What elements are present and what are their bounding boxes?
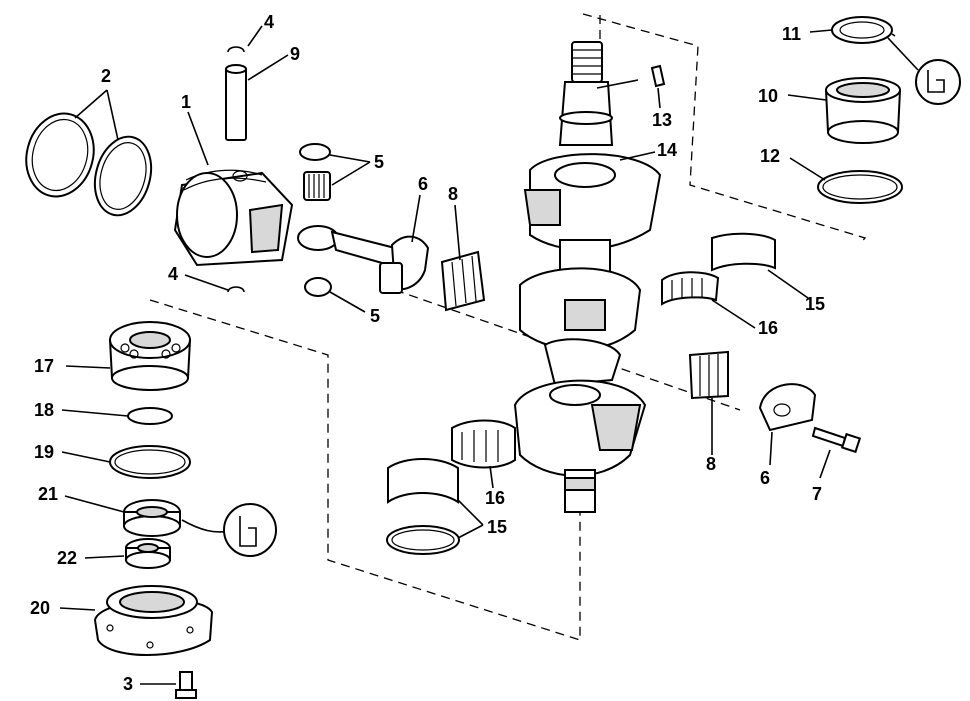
leader-lines (59, 25, 919, 685)
label-11: 11 (782, 24, 801, 44)
label-12: 12 (760, 146, 780, 166)
label-8-left: 8 (448, 184, 458, 204)
label-13: 13 (652, 110, 672, 130)
woodruff-key (650, 64, 666, 88)
label-14: 14 (657, 140, 677, 160)
label-22: 22 (57, 548, 77, 568)
connecting-rod (297, 225, 430, 294)
label-21: 21 (38, 484, 58, 504)
o-ring (817, 170, 903, 204)
needle-bearing-upper (440, 250, 486, 312)
housing-screw (175, 671, 197, 699)
needle-bearing-right (688, 350, 729, 400)
small-end-bearings (299, 143, 332, 297)
label-10: 10 (758, 86, 778, 106)
bearing-race-upper (711, 232, 776, 272)
lower-o-ring (109, 445, 191, 479)
label-15-bottom: 15 (487, 517, 507, 537)
upper-bearing (824, 77, 902, 144)
label-15-right: 15 (805, 294, 825, 314)
part-numbers: 2 1 4 9 5 6 8 4 5 11 10 13 14 12 15 16 8… (30, 12, 825, 694)
label-5-bottom: 5 (370, 306, 380, 326)
snap-ring (127, 407, 173, 425)
label-16-right: 16 (758, 318, 778, 338)
needle-cage-lower (451, 419, 516, 469)
lower-seal-inner (125, 538, 171, 569)
label-8-right: 8 (706, 454, 716, 474)
label-4-top: 4 (264, 12, 274, 32)
label-18: 18 (34, 400, 54, 420)
label-2: 2 (101, 66, 111, 86)
label-7: 7 (812, 484, 822, 504)
retaining-clips (227, 46, 245, 293)
label-16-bottom: 16 (485, 488, 505, 508)
label-3: 3 (123, 674, 133, 694)
label-1: 1 (181, 92, 191, 112)
label-17: 17 (34, 356, 54, 376)
rod-bolt (811, 426, 862, 454)
bearing-housing (93, 585, 214, 656)
connecting-rod-cap (758, 383, 817, 432)
lower-seal-outer (123, 499, 277, 557)
label-4-bottom: 4 (168, 264, 178, 284)
label-6-left: 6 (418, 174, 428, 194)
label-9: 9 (290, 44, 300, 64)
needle-cage-upper (661, 271, 720, 306)
label-5-top: 5 (374, 152, 384, 172)
piston-rings (25, 112, 153, 217)
ball-bearing (108, 321, 192, 391)
label-6-right: 6 (760, 468, 770, 488)
piston (173, 169, 294, 267)
label-20: 20 (30, 598, 50, 618)
crankshaft (513, 41, 662, 513)
upper-seal (831, 16, 961, 105)
bearing-race-lower (386, 458, 460, 555)
wrist-pin (225, 64, 247, 141)
label-19: 19 (34, 442, 54, 462)
